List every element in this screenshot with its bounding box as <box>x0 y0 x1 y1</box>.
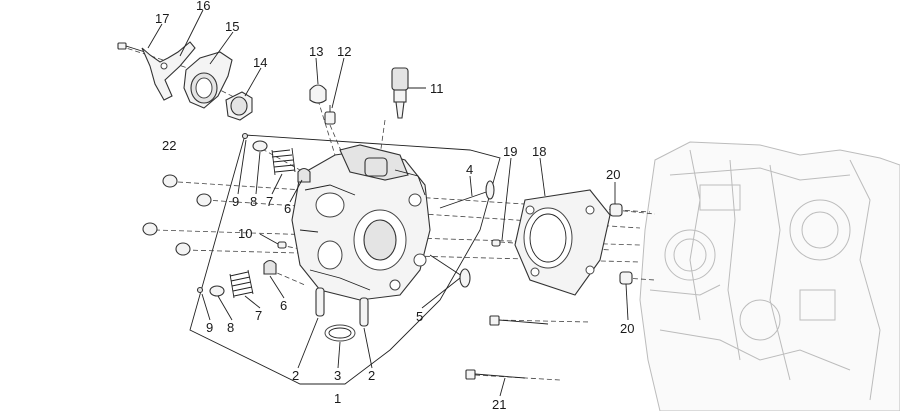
part-16-bracket <box>141 41 196 101</box>
label-20-upper: 20 <box>606 167 620 182</box>
label-7-upper: 7 <box>266 194 273 209</box>
label-14: 14 <box>253 55 267 70</box>
label-7-lower: 7 <box>255 308 262 323</box>
part-10-dowel <box>277 241 287 249</box>
part-7-spring-lower <box>229 269 254 299</box>
label-6-lower: 6 <box>280 298 287 313</box>
part-9-collet-upper <box>241 132 249 140</box>
part-1-cylinder-head <box>291 144 431 301</box>
label-5: 5 <box>416 309 423 324</box>
part-2-pin-left <box>315 287 325 317</box>
part-17-bolt <box>117 42 146 53</box>
engine-block-outline <box>639 141 900 411</box>
part-15-housing <box>183 51 233 109</box>
label-6-upper: 6 <box>284 201 291 216</box>
part-14-thermostat <box>225 91 253 121</box>
label-17: 17 <box>155 11 169 26</box>
label-3: 3 <box>334 368 341 383</box>
label-12: 12 <box>337 44 351 59</box>
part-18-gasket <box>514 189 611 296</box>
label-15: 15 <box>225 19 239 34</box>
part-5-valve <box>429 254 471 288</box>
part-11-temp-sensor <box>391 67 409 119</box>
part-20-dowel-lower <box>619 271 633 285</box>
part-6-seal-lower <box>263 259 277 275</box>
label-16: 16 <box>196 0 210 13</box>
label-4: 4 <box>466 162 473 177</box>
label-21: 21 <box>492 397 506 411</box>
part-12-sensor <box>324 105 336 125</box>
label-8-lower: 8 <box>227 320 234 335</box>
label-19: 19 <box>503 144 517 159</box>
part-2-pin-right <box>359 297 369 327</box>
part-6-seal-upper <box>297 167 311 183</box>
assembly-boundary <box>189 134 501 385</box>
label-8-upper: 8 <box>250 194 257 209</box>
label-11: 11 <box>430 81 444 96</box>
part-9-collet-lower <box>196 286 204 294</box>
part-21-stud-lower <box>465 369 526 380</box>
part-4-valve <box>439 180 495 209</box>
label-2-right: 2 <box>368 368 375 383</box>
part-8-retainer-upper <box>252 140 268 152</box>
part-21-stud-upper <box>489 315 549 326</box>
label-9-upper: 9 <box>232 194 239 209</box>
part-8-retainer-lower <box>209 285 225 297</box>
label-18: 18 <box>532 144 546 159</box>
label-20-lower: 20 <box>620 321 634 336</box>
part-19-dowel <box>491 239 501 247</box>
part-20-dowel-upper <box>609 203 623 217</box>
part-22-nuts <box>142 174 212 256</box>
label-1: 1 <box>334 391 341 406</box>
label-9-lower: 9 <box>206 320 213 335</box>
label-22: 22 <box>162 138 176 153</box>
part-7-spring-upper <box>271 147 296 176</box>
part-13-cap <box>309 84 327 104</box>
label-2-left: 2 <box>292 368 299 383</box>
label-13: 13 <box>309 44 323 59</box>
leader-lines <box>147 9 629 397</box>
label-10: 10 <box>238 226 252 241</box>
part-3-oring <box>324 324 356 342</box>
